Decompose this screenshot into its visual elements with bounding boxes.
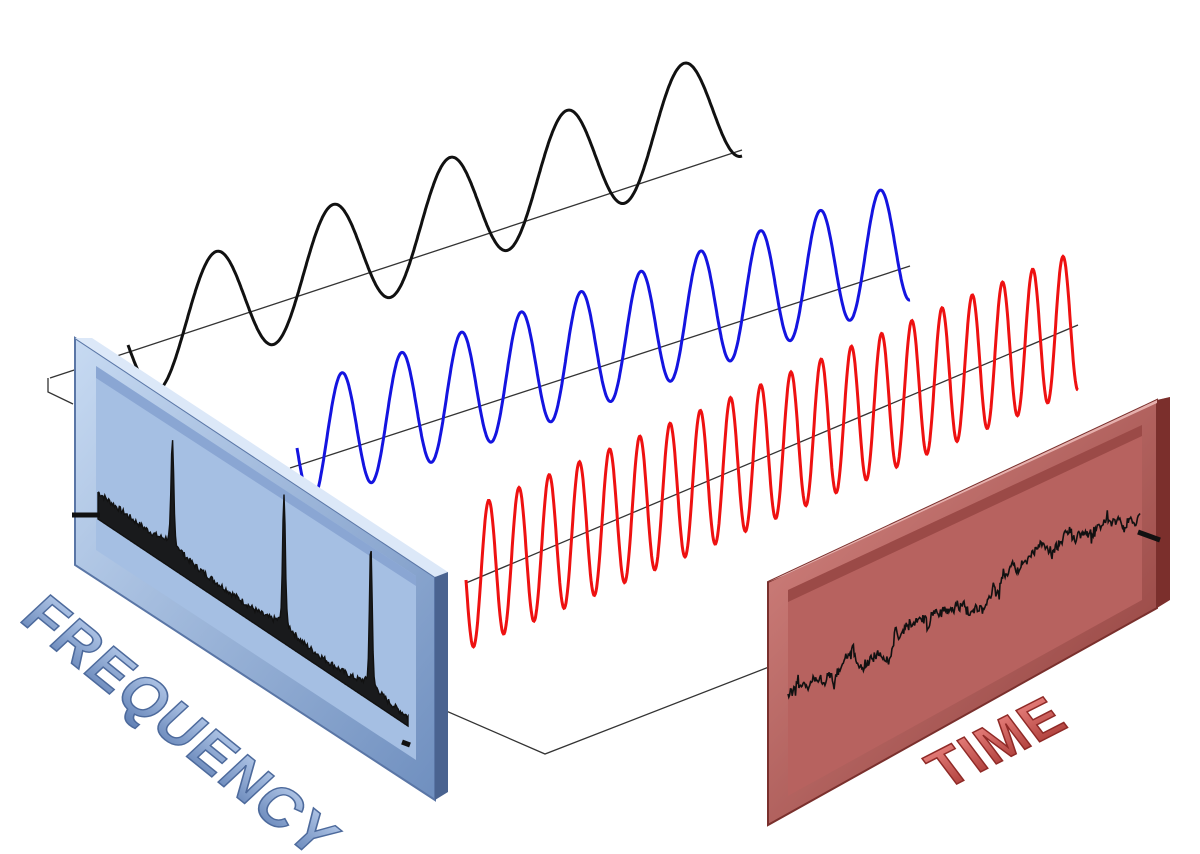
frequency-spectrum-trace — [97, 440, 409, 728]
mid-frequency-wave — [295, 188, 911, 505]
frequency-spectrum-panel — [72, 336, 448, 802]
time-signal-trace — [787, 510, 1141, 700]
high-frequency-wave — [464, 254, 1079, 649]
wave-low-baseline — [49, 149, 743, 379]
low-frequency-wave — [126, 61, 743, 394]
wave-high-baseline — [465, 324, 1079, 584]
time-signal-panel — [767, 397, 1170, 827]
